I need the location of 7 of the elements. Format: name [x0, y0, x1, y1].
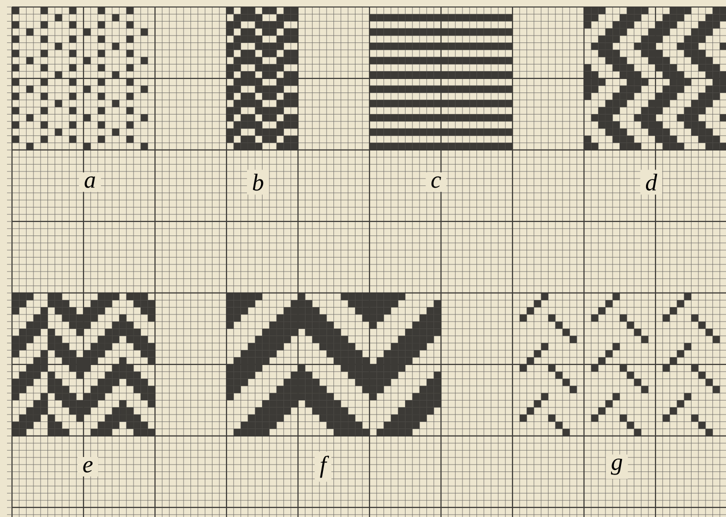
pattern-letter: g [606, 454, 628, 479]
pattern-letter: e [78, 456, 98, 476]
pattern-letter: f [314, 452, 332, 482]
pattern-letter: a [78, 172, 101, 192]
pattern-letter: b [247, 170, 269, 195]
pattern-letter: c [426, 172, 446, 192]
pattern-letter: d [640, 170, 662, 195]
